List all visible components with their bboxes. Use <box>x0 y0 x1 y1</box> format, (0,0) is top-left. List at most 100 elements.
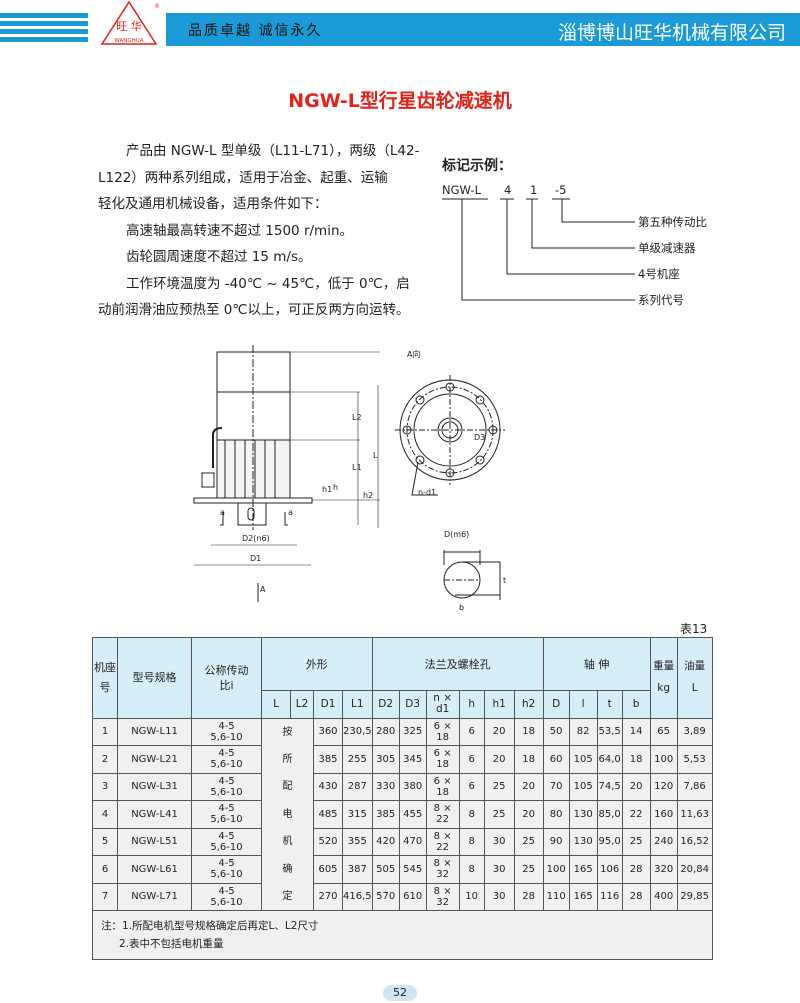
subcol-header: h1 <box>483 690 515 719</box>
ratio-line: 4-5 <box>218 803 235 815</box>
cell-value: 7,86 <box>676 772 713 801</box>
cell-value: 8 × 22 <box>425 800 460 829</box>
cell-value: 105 <box>568 745 598 774</box>
dim-b: b <box>459 603 464 612</box>
cell-value: 505 <box>371 855 400 884</box>
cell-value: 106 <box>596 855 623 884</box>
cell-value: 240 <box>649 827 678 856</box>
cell-seat: 5 <box>92 827 118 856</box>
cell-value: 85,0 <box>596 800 623 829</box>
ratio-line: 5,6-10 <box>210 814 243 826</box>
dim-D-m6: D(m6) <box>444 530 469 539</box>
ratio-line: 4-5 <box>218 775 235 787</box>
dim-D2: D2(n6) <box>242 534 270 543</box>
legend-item: 系列代号 <box>638 293 684 307</box>
cell-motor-note: 确 <box>261 855 314 883</box>
cell-value: 455 <box>398 800 427 829</box>
cell-model: NGW-L51 <box>117 827 192 856</box>
legend-leader-lines <box>442 198 635 301</box>
reducer-drawing: A向 L2 L1 L h1 h h2 a a D2(n6) D1 A D3 n-… <box>193 345 506 612</box>
cell-value: 16,52 <box>676 827 713 856</box>
page-header: 旺 华 WANGHUA ® 品质卓越 诚信永久 淄博博山旺华机械有限公司 <box>0 0 800 50</box>
cell-motor-note: 机 <box>261 828 314 856</box>
ratio-line: 4-5 <box>218 748 235 760</box>
svg-text:旺 华: 旺 华 <box>116 19 142 33</box>
designation-example: 标记示例： NGW-L 4 1 -5 第五种传动比 单级减速器 4号机座 系列代… <box>440 155 740 315</box>
cell-value: 64,0 <box>596 745 623 774</box>
cell-value: 130 <box>568 827 598 856</box>
cell-value: 130 <box>568 800 598 829</box>
legend-code-ratio: -5 <box>555 183 567 197</box>
cell-value: 53,5 <box>596 717 623 746</box>
cell-value: 270 <box>313 882 343 911</box>
ratio-line: 4-5 <box>218 720 235 732</box>
cell-value: 315 <box>342 800 373 829</box>
cell-value: 385 <box>371 800 400 829</box>
ratio-line: 5,6-10 <box>210 896 243 908</box>
svg-text:®: ® <box>154 3 160 10</box>
intro-line: 产品由 NGW-L 型单级（L11-L71），两级（L42- <box>126 143 420 159</box>
subcol-header: D2 <box>371 690 400 719</box>
cell-value: 5,53 <box>676 745 713 774</box>
cell-value: 387 <box>342 855 373 884</box>
ratio-line: 5,6-10 <box>210 786 243 798</box>
dim-D1: D1 <box>250 554 261 563</box>
subcol-header: n × d1 <box>425 690 460 719</box>
company-name: 淄博博山旺华机械有限公司 <box>557 22 786 44</box>
cell-value: 20,84 <box>676 855 713 884</box>
subcol-header: h <box>458 690 485 719</box>
cell-value: 82 <box>568 717 598 746</box>
cell-value: 8 × 32 <box>425 855 460 884</box>
col-group-shaft: 轴 伸 <box>542 637 651 691</box>
ratio-line: 4-5 <box>218 830 235 842</box>
cell-model: NGW-L41 <box>117 800 192 829</box>
page-number: 52 <box>383 985 417 1001</box>
cell-value: 355 <box>342 827 373 856</box>
cell-value: 287 <box>342 772 373 801</box>
cell-value: 470 <box>398 827 427 856</box>
cell-value: 420 <box>371 827 400 856</box>
ratio-line: 5,6-10 <box>210 759 243 771</box>
cell-value: 65 <box>649 717 678 746</box>
subcol-header: L <box>261 690 291 719</box>
intro-text: 产品由 NGW-L 型单级（L11-L71），两级（L42- L122）两种系列… <box>98 138 443 324</box>
cell-value: 6 × 18 <box>425 717 460 746</box>
cell-value: 385 <box>313 745 343 774</box>
cell-value: 6 × 18 <box>425 745 460 774</box>
cell-value: 416,5 <box>342 882 373 911</box>
cell-value: 22 <box>621 800 651 829</box>
cell-value: 330 <box>371 772 400 801</box>
cell-value: 6 <box>458 745 485 774</box>
section-a-right: a <box>288 508 293 517</box>
cell-value: 18 <box>513 745 544 774</box>
subcol-header: L1 <box>342 690 373 719</box>
cell-value: 25 <box>513 855 544 884</box>
cell-value: 570 <box>371 882 400 911</box>
cell-value: 20 <box>513 800 544 829</box>
cell-value: 360 <box>313 717 343 746</box>
cell-value: 6 <box>458 717 485 746</box>
dim-D3: D3 <box>474 433 485 442</box>
slogan: 品质卓越 诚信永久 <box>188 23 323 39</box>
subcol-header: D <box>542 690 570 719</box>
cell-value: 10 <box>458 882 485 911</box>
cell-value: 165 <box>568 882 598 911</box>
weight-label: 重量 <box>653 660 675 673</box>
cell-motor-note: 按 <box>261 717 314 746</box>
cell-value: 116 <box>596 882 623 911</box>
subcol-header: D1 <box>313 690 343 719</box>
cell-value: 20 <box>513 772 544 801</box>
cell-value: 8 <box>458 855 485 884</box>
cell-model: NGW-L11 <box>117 717 192 746</box>
cell-value: 6 × 18 <box>425 772 460 801</box>
note-line: 2.表中不包括电机重量 <box>119 938 224 950</box>
dim-L: L <box>373 451 378 460</box>
cell-value: 545 <box>398 855 427 884</box>
cell-value: 485 <box>313 800 343 829</box>
oil-label: 油量 <box>684 660 706 673</box>
